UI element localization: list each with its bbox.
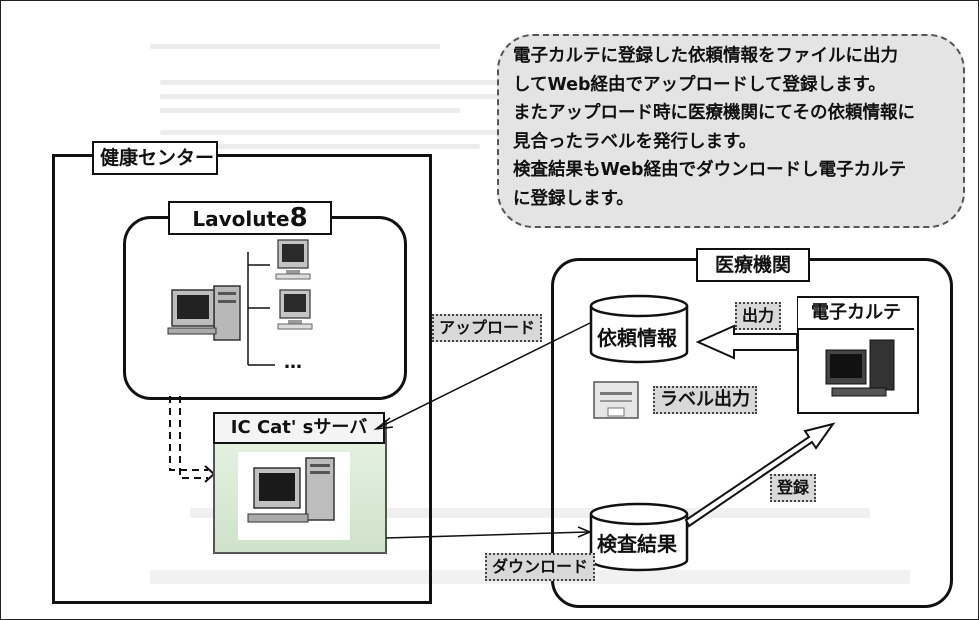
label-output-tag: ラベル出力: [653, 386, 757, 414]
desktop-computer-icon: [167, 285, 241, 341]
callout-line: またアップロード時に医療機関にてその依頼情報に: [513, 103, 915, 123]
callout-bubble: 電子カルテに登録した依頼情報をファイルに出力 してWeb経由でアップロードして登…: [497, 34, 965, 228]
request-info-database-icon: [589, 294, 689, 364]
upload-arrow: [377, 321, 593, 429]
lavolute-logo: Lavolute8: [168, 201, 332, 235]
download-tag: ダウンロード: [485, 553, 596, 581]
output-arrow: [695, 324, 798, 360]
register-arrow: [684, 422, 836, 528]
lavolute-name: Lavolute: [192, 207, 290, 231]
medical-institution-title: 医療機関: [696, 248, 810, 282]
emr-title: 電子カルテ: [798, 298, 914, 330]
callout-line: に登録します。: [513, 188, 634, 209]
download-arrow: [385, 531, 589, 539]
request-info-label: 依頼情報: [597, 326, 677, 350]
more-clients-ellipsis: …: [284, 352, 302, 373]
exam-results-database-icon: [589, 502, 689, 572]
health-center-panel: [52, 154, 432, 604]
client-pc-icon: [277, 289, 313, 330]
callout-line: してWeb経由でアップロードして登録します。: [513, 74, 886, 95]
callout-line: 検査結果もWeb経由でダウンロードし電子カルテ: [513, 160, 907, 180]
upload-tag: アップロード: [432, 314, 543, 342]
exam-results-label: 検査結果: [597, 532, 677, 556]
register-tag: 登録: [770, 474, 817, 502]
client-pc-icon: [275, 239, 311, 280]
callout-line: 見合ったラベルを発行します。: [513, 131, 757, 152]
health-center-title: 健康センター: [92, 141, 218, 175]
lavolute-numeral: 8: [289, 203, 308, 233]
output-tag: 出力: [735, 302, 782, 330]
callout-line: 電子カルテに登録した依頼情報をファイルに出力: [513, 46, 898, 66]
